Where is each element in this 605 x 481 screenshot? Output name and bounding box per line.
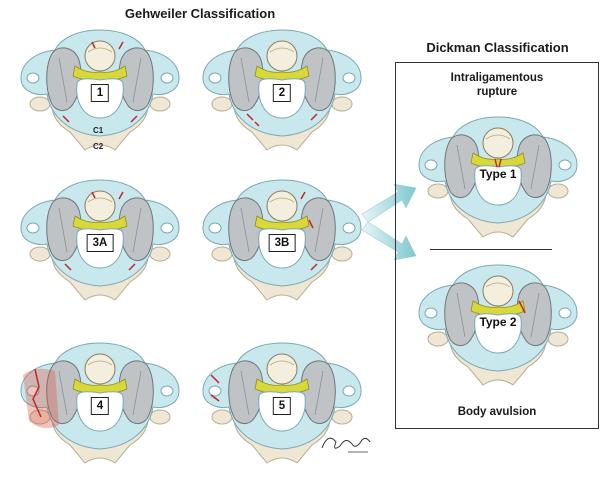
vertebra-dickman-type-2: Type 2: [413, 257, 583, 387]
gehweiler-title: Gehweiler Classification: [124, 6, 276, 21]
dickman-panel: Intraligamentous rupture Type 1 Type 2 B…: [395, 62, 599, 429]
body-avulsion-label: Body avulsion: [457, 406, 537, 418]
type-label-3b: 3B: [268, 234, 296, 252]
vertebra-type-1: 1 C1 C2: [15, 22, 185, 152]
c1-label: C1: [93, 126, 104, 135]
type-label-1: 1: [90, 84, 110, 102]
c2-label: C2: [93, 142, 104, 151]
dickman-type-2-label: Type 2: [479, 315, 517, 329]
panel-divider: [430, 249, 552, 250]
dickman-title: Dickman Classification: [426, 40, 569, 55]
dickman-type-1-label: Type 1: [479, 167, 517, 181]
vertebra-type-2: 2: [197, 22, 367, 152]
vertebra-type-3a: 3A: [15, 172, 185, 302]
vertebra-type-5: 5: [197, 335, 367, 465]
type-label-5: 5: [272, 397, 292, 415]
intraligamentous-label: Intraligamentous rupture: [450, 72, 544, 98]
signature-icon: [321, 437, 371, 453]
vertebra-dickman-type-1: Type 1: [413, 109, 583, 239]
vertebra-type-3b: 3B: [197, 172, 367, 302]
type-label-2: 2: [272, 84, 292, 102]
arrow-icon: [361, 183, 417, 261]
type-label-4: 4: [90, 397, 110, 415]
type-label-3a: 3A: [86, 234, 114, 252]
vertebra-type-4: 4: [15, 335, 185, 465]
